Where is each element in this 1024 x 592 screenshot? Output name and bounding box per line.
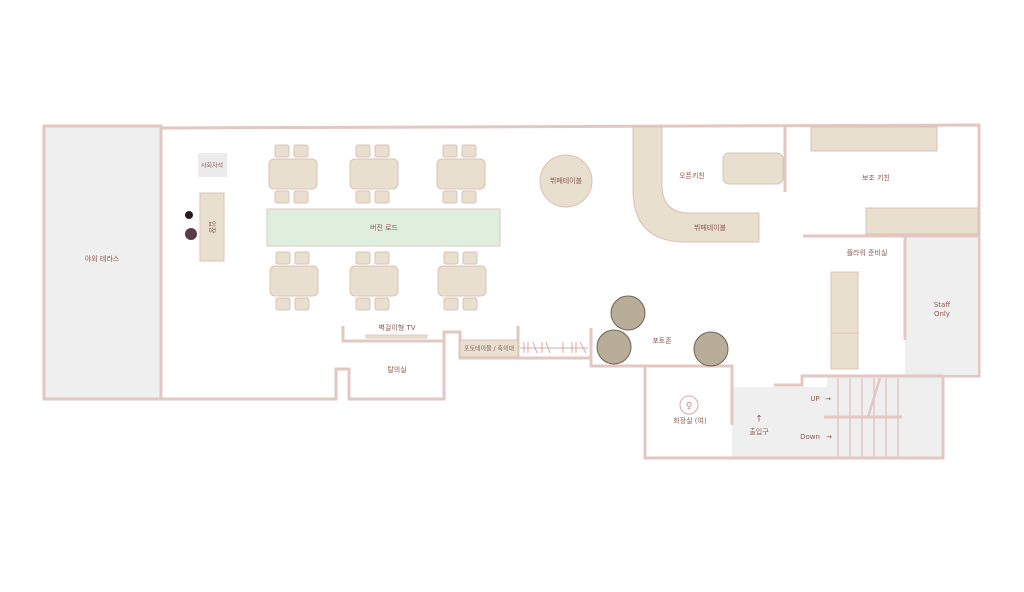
flower-table bbox=[830, 271, 859, 334]
person-icon bbox=[185, 211, 193, 219]
staff-only-area bbox=[905, 236, 978, 375]
chair bbox=[461, 144, 477, 158]
guest-table bbox=[349, 265, 399, 297]
chair bbox=[355, 251, 371, 265]
guest-table bbox=[349, 158, 399, 190]
chair bbox=[274, 144, 290, 158]
round-buffet-table bbox=[539, 154, 593, 208]
photo-table-label: 포토테이블 / 축의대 bbox=[464, 345, 514, 353]
photo-zone-label: 포토존 bbox=[652, 337, 672, 345]
restroom-wall bbox=[643, 364, 945, 460]
chair bbox=[443, 251, 459, 265]
chair bbox=[294, 251, 310, 265]
staff-only-label: Staff bbox=[934, 301, 950, 309]
buffet-table-label: 뷔페테이블 bbox=[694, 223, 727, 232]
staff-only-label: Only bbox=[934, 310, 950, 318]
chair bbox=[442, 144, 458, 158]
arrow-up-icon: ↑ bbox=[755, 415, 763, 425]
person-icon bbox=[185, 228, 197, 240]
mc-seat bbox=[198, 153, 227, 177]
kitchen-counter bbox=[810, 126, 938, 152]
chair bbox=[275, 297, 291, 311]
terrace-label: 야외 테라스 bbox=[85, 254, 120, 263]
dressing-room-label: 탈의실 bbox=[387, 365, 406, 374]
mc-seat-label: 사회자석 bbox=[201, 162, 223, 170]
entrance-area bbox=[732, 387, 827, 457]
chair bbox=[355, 190, 371, 204]
flower-room-label: 플라워 준비실 bbox=[847, 248, 888, 257]
chair bbox=[275, 251, 291, 265]
guest-table bbox=[268, 158, 318, 190]
restroom-label: 화장실 (여) bbox=[673, 416, 707, 425]
fence bbox=[520, 341, 588, 354]
kitchen-wall bbox=[783, 127, 979, 340]
chair bbox=[374, 251, 390, 265]
reception-label: 입장 bbox=[208, 221, 217, 234]
open-kitchen-label: 오픈키친 bbox=[679, 171, 705, 180]
chair bbox=[355, 144, 371, 158]
chair bbox=[274, 190, 290, 204]
photo-zone-chairs bbox=[596, 295, 729, 367]
reception-desk bbox=[199, 192, 225, 262]
wall-tv bbox=[365, 334, 428, 339]
chair bbox=[293, 190, 309, 204]
guest-table bbox=[437, 265, 487, 297]
chair bbox=[462, 297, 478, 311]
virgin-road bbox=[266, 208, 501, 247]
down-label: Down bbox=[800, 433, 820, 441]
photo-table bbox=[459, 339, 519, 358]
up-label: UP bbox=[810, 395, 819, 403]
kitchen-island bbox=[722, 152, 784, 185]
entrance-label: 출입구 bbox=[749, 427, 769, 436]
chair bbox=[374, 144, 390, 158]
guest-table bbox=[436, 158, 486, 190]
chair bbox=[294, 297, 310, 311]
staircase bbox=[824, 377, 902, 457]
arrow-right-icon: → bbox=[826, 433, 832, 441]
tv-wall bbox=[341, 326, 444, 343]
partition-wall bbox=[516, 326, 593, 366]
chair bbox=[374, 297, 390, 311]
guest-table bbox=[269, 265, 319, 297]
chair bbox=[293, 144, 309, 158]
virgin-road-label: 버진 로드 bbox=[370, 223, 399, 232]
chair bbox=[462, 251, 478, 265]
arrow-right-icon: → bbox=[825, 395, 831, 403]
guest-tables bbox=[268, 144, 487, 311]
chair bbox=[374, 190, 390, 204]
flower-table bbox=[830, 332, 859, 370]
stair-wall bbox=[774, 374, 943, 387]
tv-label: 벽걸이형 TV bbox=[378, 323, 415, 332]
kitchen-counter bbox=[865, 207, 979, 235]
chair bbox=[442, 190, 458, 204]
buffet-table bbox=[632, 126, 760, 243]
female-restroom-icon bbox=[679, 395, 699, 415]
outdoor-terrace bbox=[42, 124, 163, 401]
chair bbox=[443, 297, 459, 311]
buffet-round-label: 뷔페테이블 bbox=[550, 176, 583, 185]
sub-kitchen-label: 보조 키친 bbox=[862, 173, 890, 182]
female-figure-icon: ♀ bbox=[686, 402, 693, 412]
chair bbox=[461, 190, 477, 204]
chair bbox=[355, 297, 371, 311]
